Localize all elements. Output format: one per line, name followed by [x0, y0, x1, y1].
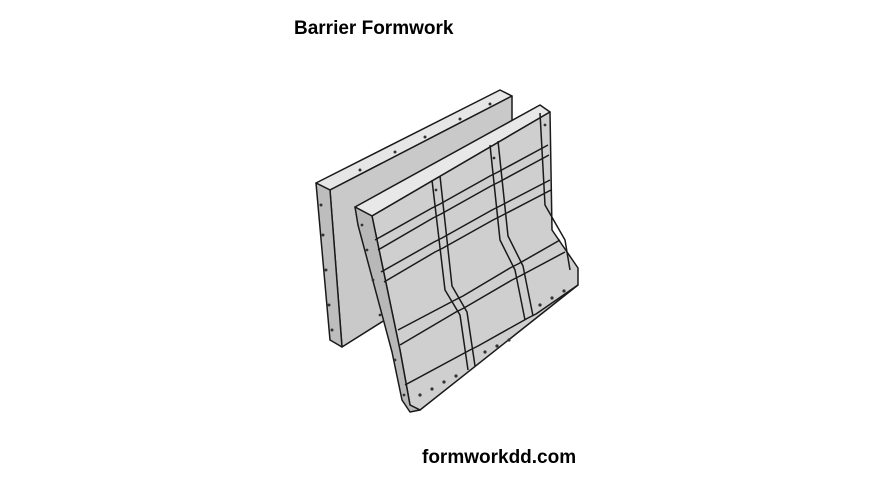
front-frame-bolt-holes: [360, 123, 566, 397]
page-title: Barrier Formwork: [294, 18, 454, 39]
front-frame: [354, 104, 579, 413]
website-url: formworkdd.com: [422, 447, 577, 468]
back-panel-bolt-holes: [319, 102, 492, 332]
